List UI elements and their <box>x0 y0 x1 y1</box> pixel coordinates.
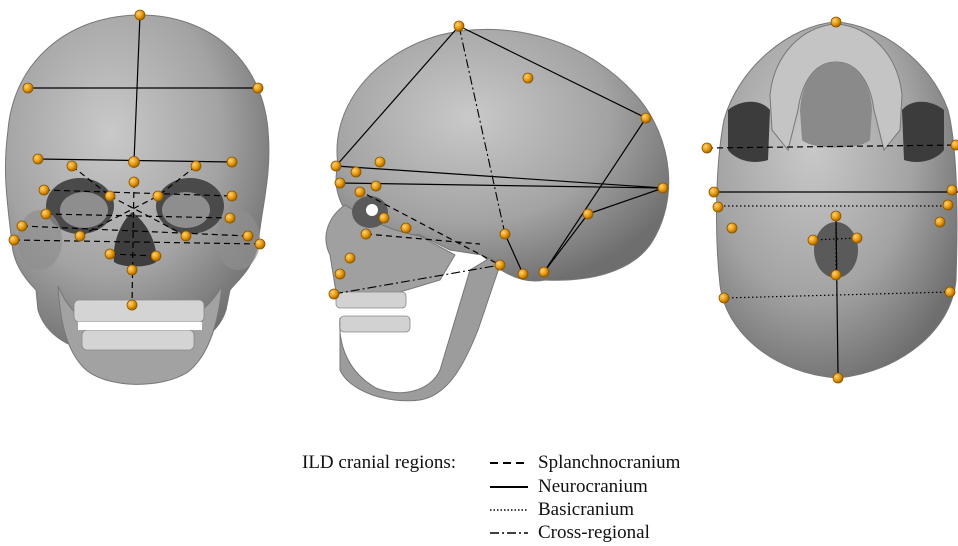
landmark <box>335 269 345 279</box>
landmark <box>23 83 33 93</box>
landmark <box>9 235 19 245</box>
lateral-zygomatic-hole <box>366 204 378 216</box>
frontal-orbit-inner-right <box>162 192 210 228</box>
dotted-line-swatch <box>488 505 530 515</box>
landmark <box>135 10 145 20</box>
lateral-teeth <box>336 292 410 332</box>
landmark <box>943 200 953 210</box>
landmark <box>719 293 729 303</box>
landmark <box>345 253 355 263</box>
landmark <box>523 73 533 83</box>
landmark <box>227 157 237 167</box>
landmark <box>379 213 389 223</box>
legend-label: Splanchnocranium <box>538 452 680 474</box>
frontal-mouth-gap <box>78 322 202 330</box>
landmark <box>831 211 841 221</box>
landmark <box>181 231 191 241</box>
landmark <box>153 191 163 201</box>
frontal-orbit-inner-left <box>60 192 108 228</box>
landmark <box>105 249 115 259</box>
landmark <box>709 187 719 197</box>
landmark <box>808 235 818 245</box>
legend-item-neurocranium: Neurocranium <box>488 475 648 499</box>
landmark <box>351 167 361 177</box>
landmark <box>371 181 381 191</box>
landmark <box>935 217 945 227</box>
landmark <box>39 185 49 195</box>
landmark <box>335 178 345 188</box>
dashdot-line-swatch <box>488 528 530 538</box>
landmark <box>329 289 339 299</box>
landmark <box>361 229 371 239</box>
landmark <box>495 260 505 270</box>
landmark <box>658 183 668 193</box>
landmark <box>105 191 115 201</box>
landmark <box>127 300 137 310</box>
landmark <box>129 177 139 187</box>
dashed-line-swatch <box>488 458 530 468</box>
landmark <box>17 221 27 231</box>
landmark <box>852 233 862 243</box>
basal-zygomatic-left <box>728 102 770 162</box>
landmark <box>375 157 385 167</box>
legend-item-splanchnocranium: Splanchnocranium <box>488 451 680 475</box>
landmark <box>151 251 161 261</box>
landmark <box>401 223 411 233</box>
frontal-view <box>5 10 268 384</box>
landmark <box>355 187 365 197</box>
landmark <box>331 161 341 171</box>
landmark <box>727 223 737 233</box>
landmark <box>539 267 549 277</box>
frontal-cheek-right <box>216 210 260 270</box>
landmark <box>129 157 140 168</box>
basal-view <box>702 17 958 383</box>
landmark <box>255 239 265 249</box>
landmark <box>702 143 712 153</box>
solid-line-swatch <box>488 482 530 492</box>
landmark <box>127 265 137 275</box>
basal-zygomatic-right <box>902 102 944 162</box>
landmark <box>833 373 843 383</box>
landmark <box>67 161 77 171</box>
landmark <box>641 113 651 123</box>
landmark <box>191 161 201 171</box>
lateral-view <box>326 21 669 401</box>
landmark <box>225 213 235 223</box>
legend-label: Neurocranium <box>538 476 648 498</box>
landmark <box>41 209 51 219</box>
landmark <box>945 287 955 297</box>
landmark <box>951 140 958 150</box>
landmark <box>947 185 957 195</box>
landmark <box>583 209 593 219</box>
legend-label: Cross-regional <box>538 522 650 544</box>
landmark <box>454 21 464 31</box>
landmark <box>831 270 841 280</box>
landmark <box>253 83 263 93</box>
landmark <box>831 17 841 27</box>
landmark <box>227 191 237 201</box>
legend-label: Basicranium <box>538 499 634 521</box>
landmark <box>75 231 85 241</box>
legend-item-basicranium: Basicranium <box>488 498 634 522</box>
landmark <box>518 269 528 279</box>
legend-title: ILD cranial regions: <box>302 452 456 474</box>
landmark <box>713 202 723 212</box>
landmark <box>33 154 43 164</box>
legend-item-cross-regional: Cross-regional <box>488 521 650 545</box>
landmark <box>243 231 253 241</box>
landmark <box>500 229 510 239</box>
